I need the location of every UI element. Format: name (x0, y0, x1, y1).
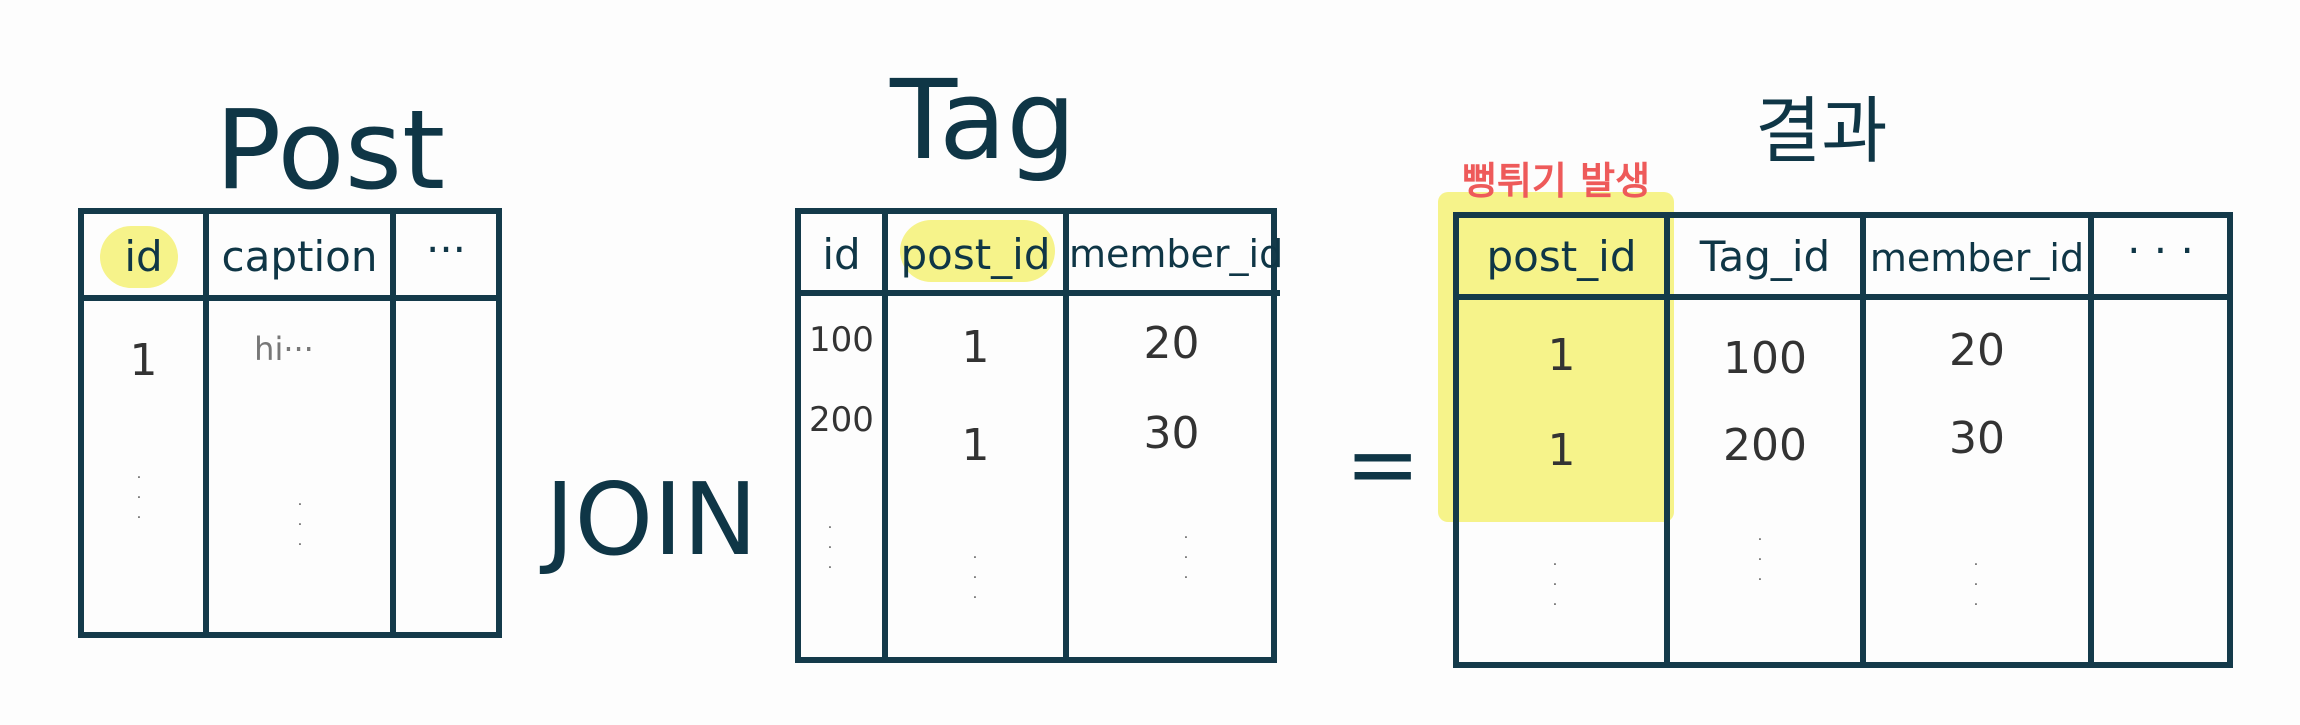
tag-cell-post-id-2: 1 (961, 420, 990, 471)
tag-post-id-highlight (900, 220, 1055, 282)
tag-col-divider-2 (1063, 208, 1069, 663)
result-col-divider-1 (1664, 212, 1670, 668)
post-header-divider (78, 295, 502, 301)
post-cell-id: 1 (129, 335, 158, 386)
result-col-divider-3 (2088, 212, 2094, 668)
post-cell-caption: hi··· (254, 330, 314, 368)
tag-cell-post-id-1: 1 (961, 322, 990, 373)
result-ellipsis-tag-id: ··· (1757, 532, 1763, 588)
post-header-more: ··· (425, 225, 467, 274)
tag-ellipsis-id: ··· (827, 520, 833, 576)
result-title: 결과 (1755, 89, 1888, 173)
result-cell-member-id-2: 30 (1949, 413, 2005, 464)
tag-header-member-id: member_id (1069, 232, 1284, 276)
tag-header-divider (795, 290, 1280, 296)
post-header-caption: caption (221, 232, 378, 281)
post-header-id: id (124, 232, 163, 281)
post-ellipsis-id: ··· (136, 470, 142, 526)
post-title: Post (215, 86, 446, 214)
tag-title: Tag (890, 56, 1077, 184)
duplication-annotation: 뻥튀기 발생 (1462, 159, 1651, 203)
result-header-post-id: post_id (1486, 232, 1637, 281)
result-header-divider (1453, 294, 2233, 300)
result-header-member-id: member_id (1869, 236, 2085, 280)
result-cell-tag-id-2: 200 (1723, 420, 1807, 471)
tag-col-divider-1 (882, 208, 888, 663)
tag-cell-member-id-1: 20 (1143, 318, 1200, 369)
tag-cell-member-id-2: 30 (1143, 408, 1200, 459)
result-ellipsis-post-id: ··· (1552, 557, 1558, 613)
result-post-id-highlight (1438, 192, 1674, 522)
post-ellipsis-caption: ··· (297, 497, 303, 553)
tag-header-id: id (822, 230, 861, 279)
post-table-border (78, 208, 502, 638)
result-ellipsis-member-id: ··· (1973, 557, 1979, 613)
result-header-tag-id: Tag_id (1699, 232, 1831, 281)
tag-ellipsis-member-id: ··· (1183, 530, 1189, 586)
result-col-divider-2 (1860, 212, 1866, 668)
tag-ellipsis-post-id: ··· (972, 550, 978, 606)
post-col-divider-1 (203, 208, 209, 638)
tag-cell-id-2: 200 (809, 400, 874, 440)
tag-table-border (795, 208, 1277, 663)
post-col-divider-2 (390, 208, 396, 638)
result-cell-tag-id-1: 100 (1723, 333, 1807, 384)
result-table-border (1453, 212, 2233, 668)
result-cell-member-id-1: 20 (1949, 325, 2005, 376)
result-cell-post-id-2: 1 (1547, 425, 1576, 476)
result-header-more: · · · (2127, 226, 2194, 275)
tag-header-post-id: post_id (900, 230, 1051, 279)
post-id-highlight (100, 226, 178, 288)
equals-sign: = (1345, 412, 1421, 517)
result-cell-post-id-1: 1 (1547, 330, 1576, 381)
tag-cell-id-1: 100 (809, 320, 874, 360)
join-label: JOIN (545, 461, 758, 578)
